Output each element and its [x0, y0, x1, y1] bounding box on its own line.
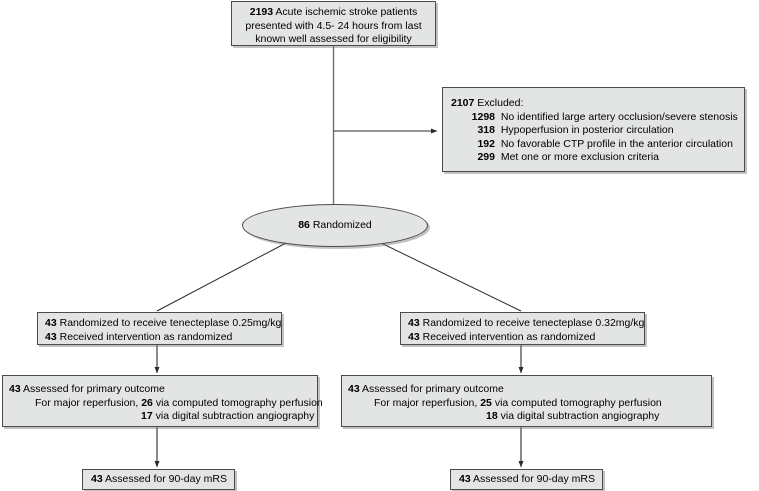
excluded-reason-3: 192 No favorable CTP profile in the ante…: [451, 138, 744, 152]
outcome-left-line-2-post: via computed tomography perfusion: [152, 396, 323, 409]
excluded-reason-4-count: 299: [477, 151, 495, 164]
outcome-right-line-1-text: Assessed for primary outcome: [359, 383, 504, 395]
allocation-left-line-1: 43 Randomized to receive tenecteplase 0.…: [45, 317, 281, 331]
allocation-left-line-1-count: 43: [45, 317, 57, 329]
excluded-reason-4: 299 Met one or more exclusion criteria: [451, 151, 744, 165]
line-randomized-to-allocation-left: [156, 242, 287, 312]
allocation-left-line-2-count: 43: [45, 330, 57, 343]
allocation-right-line-1-count: 43: [408, 317, 420, 329]
outcome-left-line-2-count: 26: [141, 396, 153, 409]
excluded-reason-2: 318 Hypoperfusion in posterior circulati…: [451, 124, 744, 138]
outcome-left-line-1-text: Assessed for primary outcome: [20, 383, 165, 395]
mrs-right-label: Assessed for 90-day mRS: [470, 473, 595, 485]
mrs-left-count: 43: [91, 473, 103, 485]
mrs-left-label: Assessed for 90-day mRS: [102, 473, 227, 485]
line-randomized-to-allocation-right: [380, 242, 522, 312]
allocation-right-line-1: 43 Randomized to receive tenecteplase 0.…: [408, 317, 644, 331]
node-allocation-right: 43 Randomized to receive tenecteplase 0.…: [400, 312, 645, 345]
outcome-left-line-3: 17 via digital subtraction angiography: [9, 410, 317, 424]
outcome-left-line-3-post: via digital subtraction angiography: [152, 410, 315, 423]
outcome-right-line-2-pre: For major reperfusion,: [374, 396, 481, 409]
outcome-left-line-2-pre: For major reperfusion,: [35, 396, 142, 409]
excluded-reason-1: 1298 No identified large artery occlusio…: [451, 111, 744, 125]
excluded-label: Excluded:: [474, 97, 524, 109]
screened-line-3: known well assessed for eligibility: [255, 33, 412, 46]
outcome-right-line-3: 18 via digital subtraction angiography: [348, 410, 711, 424]
excluded-header: 2107 Excluded:: [451, 97, 744, 111]
randomized-count: 86: [298, 218, 310, 231]
outcome-right-line-2-post: via computed tomography perfusion: [491, 396, 662, 409]
node-outcome-left: 43 Assessed for primary outcome For majo…: [2, 375, 323, 427]
allocation-right-line-2-count: 43: [408, 330, 420, 343]
node-mrs-left: 43 Assessed for 90-day mRS: [82, 469, 235, 490]
excluded-reason-2-text: Hypoperfusion in posterior circulation: [500, 124, 674, 137]
screened-count: 2193: [249, 6, 274, 18]
excluded-reason-3-text: No favorable CTP profile in the anterior…: [500, 137, 733, 150]
allocation-left-line-2-text: Received intervention as randomized: [56, 330, 233, 343]
allocation-right-line-2: 43 Received intervention as randomized: [408, 331, 644, 345]
node-excluded: 2107 Excluded: 1298 No identified large …: [442, 87, 745, 172]
node-allocation-left: 43 Randomized to receive tenecteplase 0.…: [37, 312, 282, 345]
outcome-right-line-2: For major reperfusion, 25 via computed t…: [348, 397, 711, 411]
excluded-reason-3-count: 192: [477, 137, 495, 150]
node-screened-patients: 2193 Acute ischemic stroke patients pres…: [231, 1, 436, 46]
excluded-reason-1-count: 1298: [471, 110, 495, 123]
allocation-left-line-1-text: Randomized to receive tenecteplase 0.25m…: [56, 317, 282, 329]
excluded-reason-4-text: Met one or more exclusion criteria: [500, 151, 659, 164]
randomized-line: 86 Randomized: [298, 219, 372, 233]
allocation-right-line-1-text: Randomized to receive tenecteplase 0.32m…: [419, 317, 645, 329]
excluded-reason-2-count: 318: [477, 124, 495, 137]
outcome-right-line-3-post: via digital subtraction angiography: [497, 410, 660, 423]
outcome-right-line-2-count: 25: [480, 396, 492, 409]
outcome-right-line-1-count: 43: [348, 383, 360, 395]
screened-line-1-text: Acute ischemic stroke patients: [273, 6, 418, 18]
screened-line-2: presented with 4.5- 24 hours from last: [245, 19, 422, 32]
mrs-left-line: 43 Assessed for 90-day mRS: [91, 473, 234, 487]
allocation-left-line-2: 43 Received intervention as randomized: [45, 331, 281, 345]
allocation-right-line-2-text: Received intervention as randomized: [419, 330, 596, 343]
node-randomized: 86 Randomized: [242, 204, 428, 247]
mrs-right-line: 43 Assessed for 90-day mRS: [459, 473, 602, 487]
node-outcome-right: 43 Assessed for primary outcome For majo…: [341, 375, 712, 427]
node-mrs-right: 43 Assessed for 90-day mRS: [450, 469, 603, 490]
excluded-count: 2107: [451, 97, 475, 109]
outcome-left-line-3-count: 17: [141, 410, 153, 423]
outcome-right-line-3-count: 18: [486, 410, 498, 423]
outcome-left-line-1: 43 Assessed for primary outcome: [9, 383, 317, 397]
randomized-label: Randomized: [309, 218, 372, 231]
mrs-right-count: 43: [459, 473, 471, 485]
excluded-reason-1-text: No identified large artery occlusion/sev…: [500, 110, 738, 123]
outcome-right-line-1: 43 Assessed for primary outcome: [348, 383, 711, 397]
outcome-left-line-1-count: 43: [9, 383, 21, 395]
outcome-left-line-2: For major reperfusion, 26 via computed t…: [9, 396, 323, 411]
screened-line-1: 2193 Acute ischemic stroke patients: [232, 6, 435, 20]
